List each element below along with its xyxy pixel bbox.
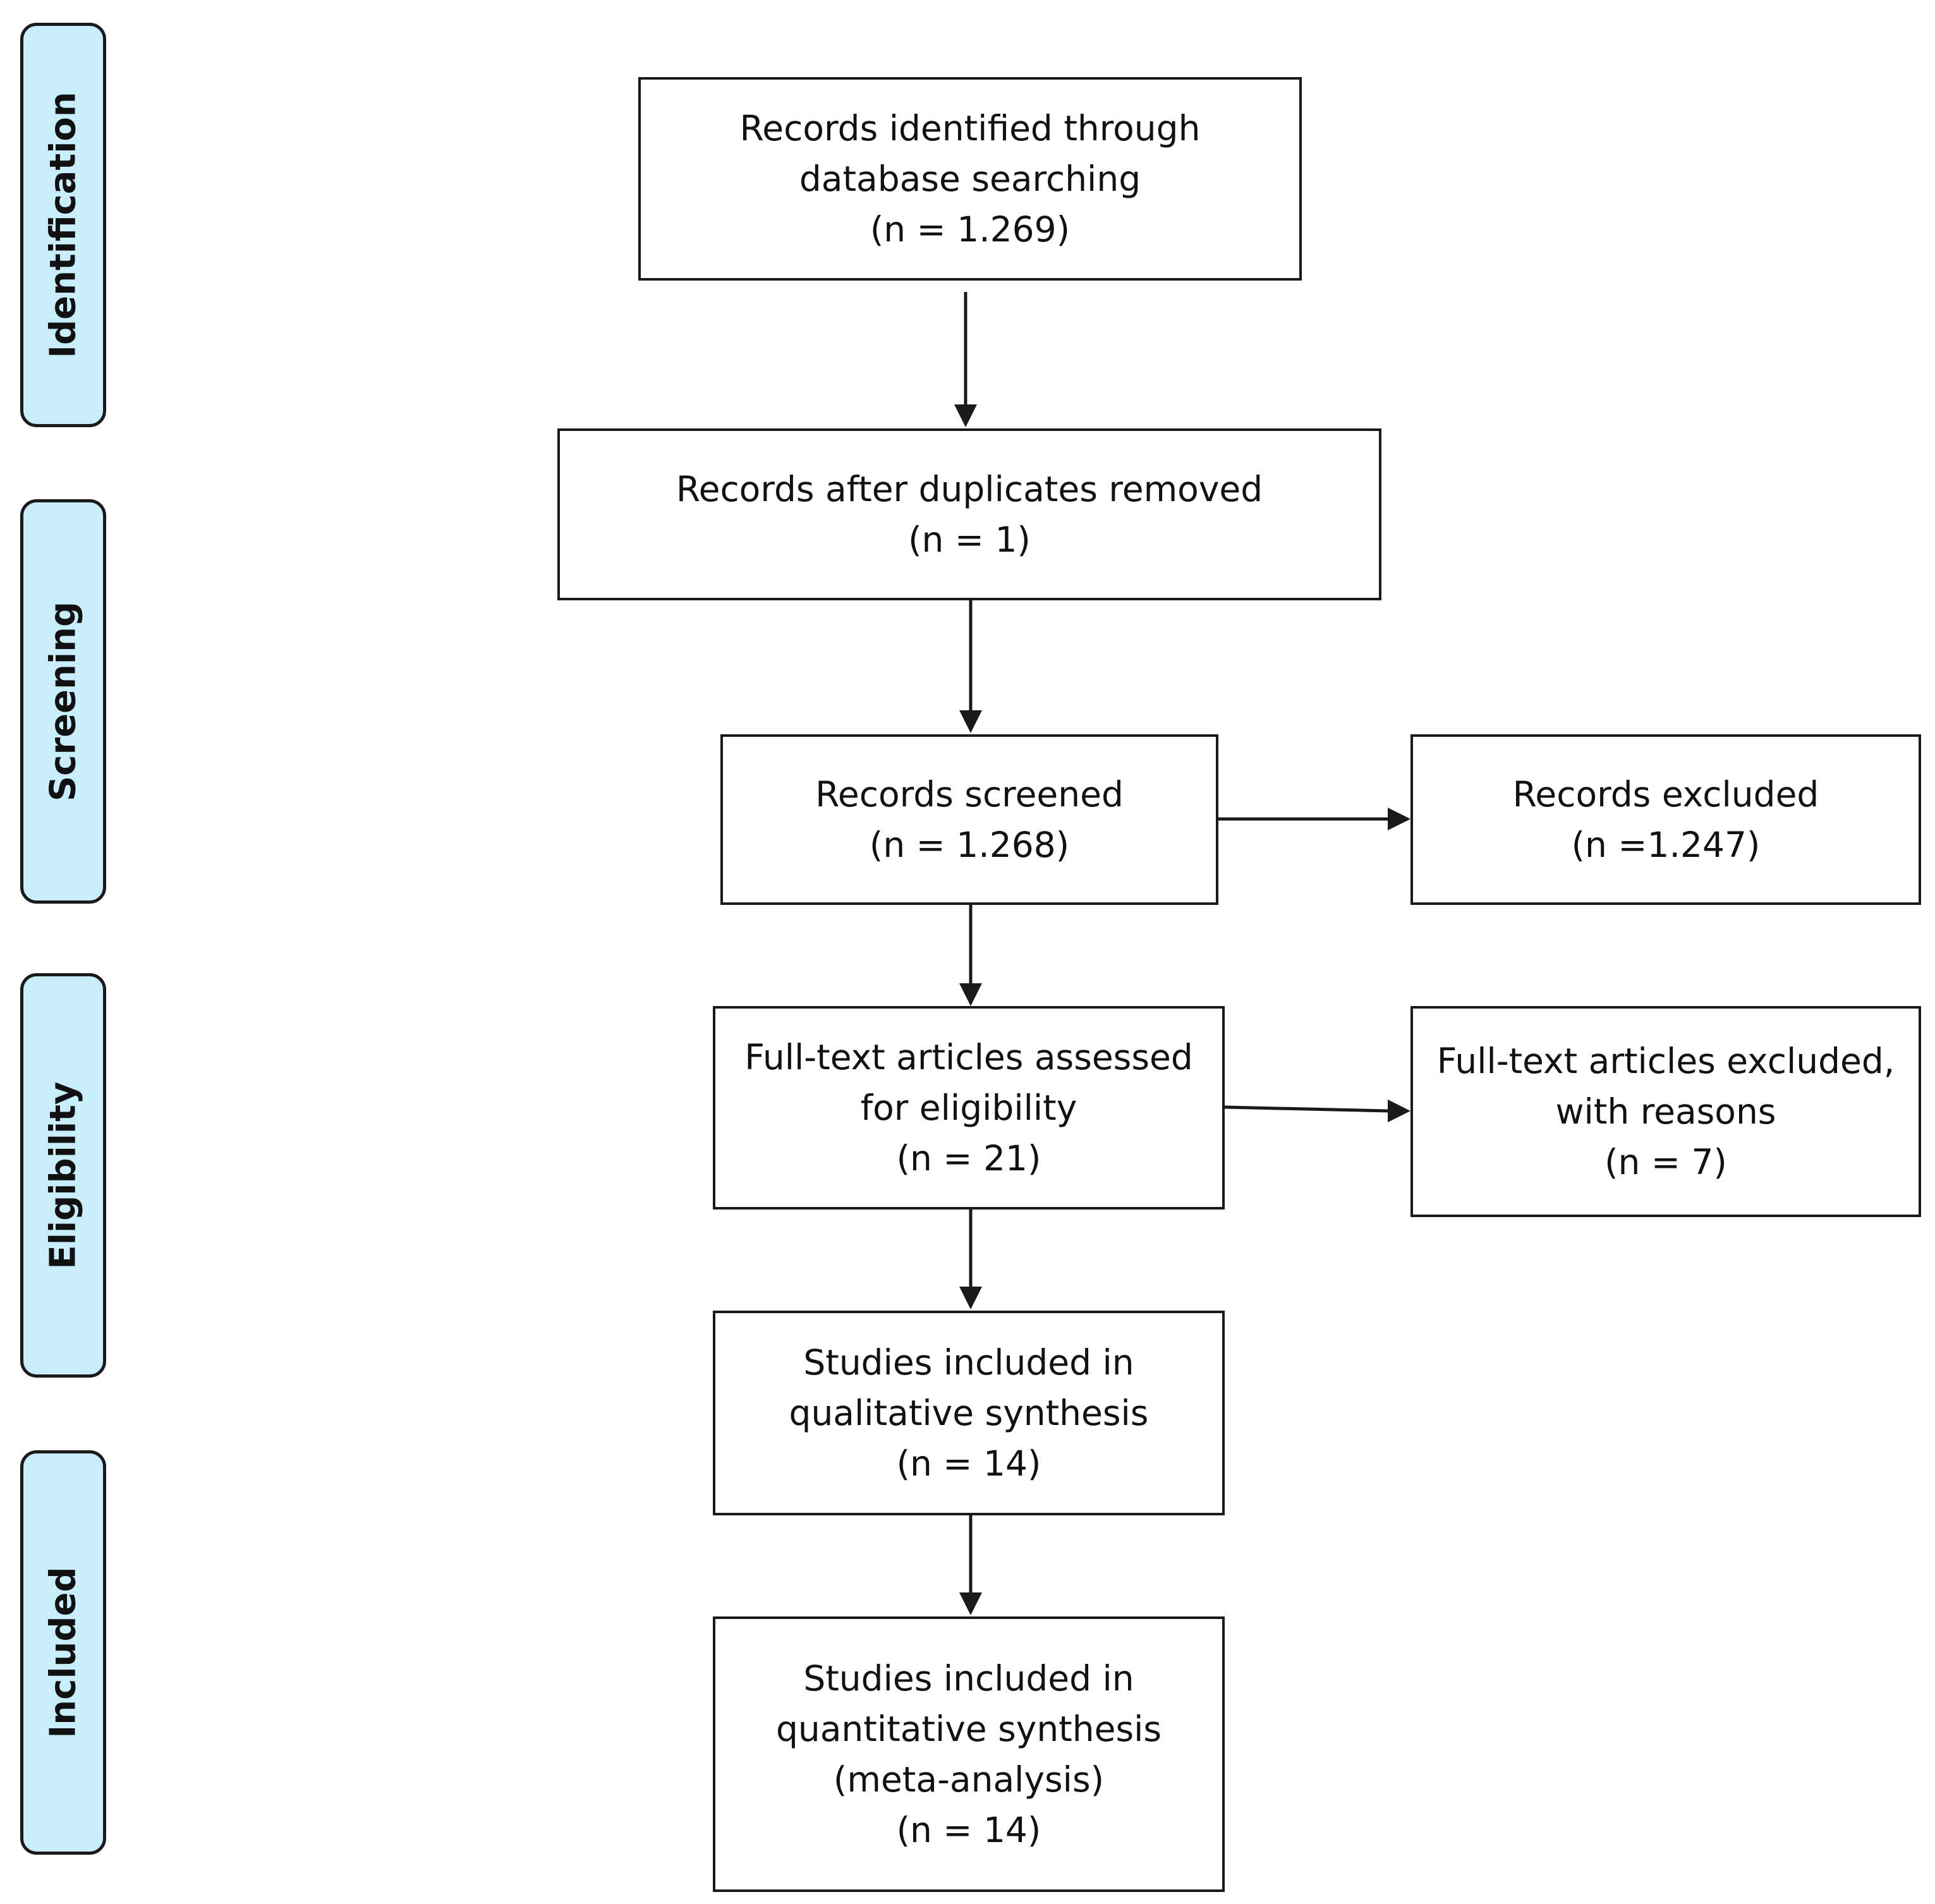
- qualitative-count: (n = 14): [896, 1443, 1041, 1484]
- arrowhead-assessed-to-excluded: [1388, 1100, 1410, 1122]
- arrowhead-assessed-to-qualitative: [959, 1287, 982, 1309]
- records-screened-count: (n = 1.268): [869, 825, 1070, 865]
- arrowhead-duplicates-to-screened: [959, 710, 982, 733]
- box-qualitative-synthesis: Studies included in qualitative synthesi…: [713, 1311, 1225, 1515]
- phase-eligibility: Eligibility: [20, 973, 106, 1378]
- box-duplicates-removed: Records after duplicates removed (n = 1): [557, 428, 1381, 600]
- records-excluded-count: (n =1.247): [1571, 825, 1761, 865]
- records-identified-line2: database searching: [799, 159, 1141, 199]
- quantitative-line3: (meta-analysis): [833, 1759, 1105, 1800]
- arrowhead-screened-to-assessed: [959, 983, 982, 1006]
- fulltext-assessed-count: (n = 21): [896, 1138, 1041, 1179]
- phase-identification: Identification: [20, 23, 106, 427]
- quantitative-line2: quantitative synthesis: [775, 1709, 1162, 1749]
- arrowhead-identified-to-duplicates: [954, 404, 977, 427]
- duplicates-removed-count: (n = 1): [908, 519, 1031, 560]
- box-fulltext-excluded: Full-text articles excluded, with reason…: [1410, 1006, 1921, 1217]
- arrowhead-qualitative-to-quantitative: [959, 1592, 982, 1615]
- box-records-excluded: Records excluded (n =1.247): [1410, 734, 1921, 905]
- fulltext-excluded-line1: Full-text articles excluded,: [1436, 1041, 1895, 1081]
- fulltext-excluded-line2: with reasons: [1555, 1091, 1776, 1132]
- box-quantitative-synthesis: Studies included in quantitative synthes…: [713, 1616, 1225, 1892]
- fulltext-assessed-line2: for eligibility: [860, 1088, 1077, 1128]
- fulltext-assessed-line1: Full-text articles assessed: [744, 1037, 1193, 1077]
- quantitative-line1: Studies included in: [803, 1658, 1134, 1699]
- qualitative-line1: Studies included in: [803, 1342, 1134, 1383]
- records-screened-line1: Records screened: [815, 774, 1124, 815]
- records-identified-line1: Records identified through: [739, 108, 1201, 149]
- box-fulltext-assessed: Full-text articles assessed for eligibil…: [713, 1006, 1225, 1210]
- records-excluded-line1: Records excluded: [1512, 774, 1819, 815]
- quantitative-count: (n = 14): [896, 1810, 1041, 1850]
- box-records-identified: Records identified through database sear…: [638, 77, 1302, 281]
- duplicates-removed-line1: Records after duplicates removed: [676, 469, 1263, 509]
- phase-screening: Screening: [20, 499, 106, 904]
- phase-included: Included: [20, 1450, 106, 1855]
- box-records-screened: Records screened (n = 1.268): [720, 734, 1218, 905]
- arrow-assessed-to-excluded: [1224, 1105, 1390, 1113]
- qualitative-line2: qualitative synthesis: [789, 1393, 1149, 1433]
- records-identified-count: (n = 1.269): [870, 209, 1071, 250]
- arrowhead-screened-to-excluded: [1388, 808, 1410, 830]
- fulltext-excluded-count: (n = 7): [1604, 1142, 1727, 1182]
